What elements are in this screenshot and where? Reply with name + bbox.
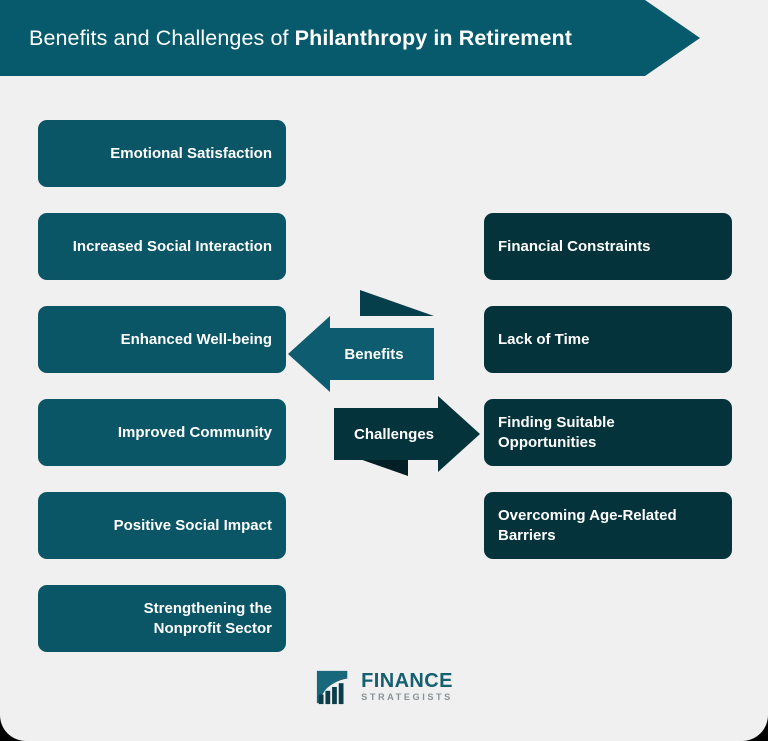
page-title-regular: Benefits and Challenges of — [29, 25, 295, 50]
benefit-card-label: Enhanced Well-being — [120, 330, 272, 348]
benefit-card-increased-social-interaction[interactable]: Increased Social Interaction — [38, 213, 286, 280]
challenge-card-label: Lack of Time — [498, 330, 590, 348]
challenges-arrow-label: Challenges — [353, 425, 435, 443]
benefit-card-label: Positive Social Impact — [113, 516, 272, 534]
benefit-card-improved-community[interactable]: Improved Community — [38, 399, 286, 466]
benefit-card-positive-social-impact[interactable]: Positive Social Impact — [38, 492, 286, 559]
challenge-card-lack-of-time[interactable]: Lack of Time — [484, 306, 732, 373]
benefit-card-strengthening-the-nonprofit-sector[interactable]: Strengthening the Nonprofit Sector — [38, 585, 286, 652]
challenge-card-label: Overcoming Age-Related Barriers — [498, 506, 677, 544]
benefit-card-label: Emotional Satisfaction — [110, 144, 272, 162]
challenge-card-label: Finding Suitable Opportunities — [498, 413, 615, 451]
page-title-bold: Philanthropy in Retirement — [294, 25, 573, 50]
benefit-card-label: Increased Social Interaction — [72, 237, 272, 255]
finance-strategists-bar-chart-icon — [317, 670, 348, 705]
benefit-card-enhanced-well-being[interactable]: Enhanced Well-being — [38, 306, 286, 373]
header-bar: Benefits and Challenges of Philanthropy … — [0, 0, 700, 76]
benefit-card-emotional-satisfaction[interactable]: Emotional Satisfaction — [38, 120, 286, 187]
challenge-card-financial-constraints[interactable]: Financial Constraints — [484, 213, 732, 280]
logo-wordmark: FINANCE STRATEGISTS — [361, 671, 453, 702]
logo-word-finance: FINANCE — [361, 670, 453, 693]
challenge-card-finding-suitable-opportunities[interactable]: Finding Suitable Opportunities — [484, 399, 732, 466]
benefit-card-label: Strengthening the Nonprofit Sector — [143, 599, 272, 637]
page-title: Benefits and Challenges of Philanthropy … — [29, 26, 572, 51]
benefits-arrow-label: Benefits — [344, 345, 404, 363]
challenge-card-overcoming-age-related-barriers[interactable]: Overcoming Age-Related Barriers — [484, 492, 732, 559]
logo-word-strategists: STRATEGISTS — [361, 692, 453, 703]
benefits-arrow-fold-shadow — [360, 290, 434, 316]
footer-logo: FINANCE STRATEGISTS — [0, 668, 768, 706]
challenge-card-label: Financial Constraints — [498, 237, 651, 255]
benefit-card-label: Improved Community — [117, 423, 272, 441]
